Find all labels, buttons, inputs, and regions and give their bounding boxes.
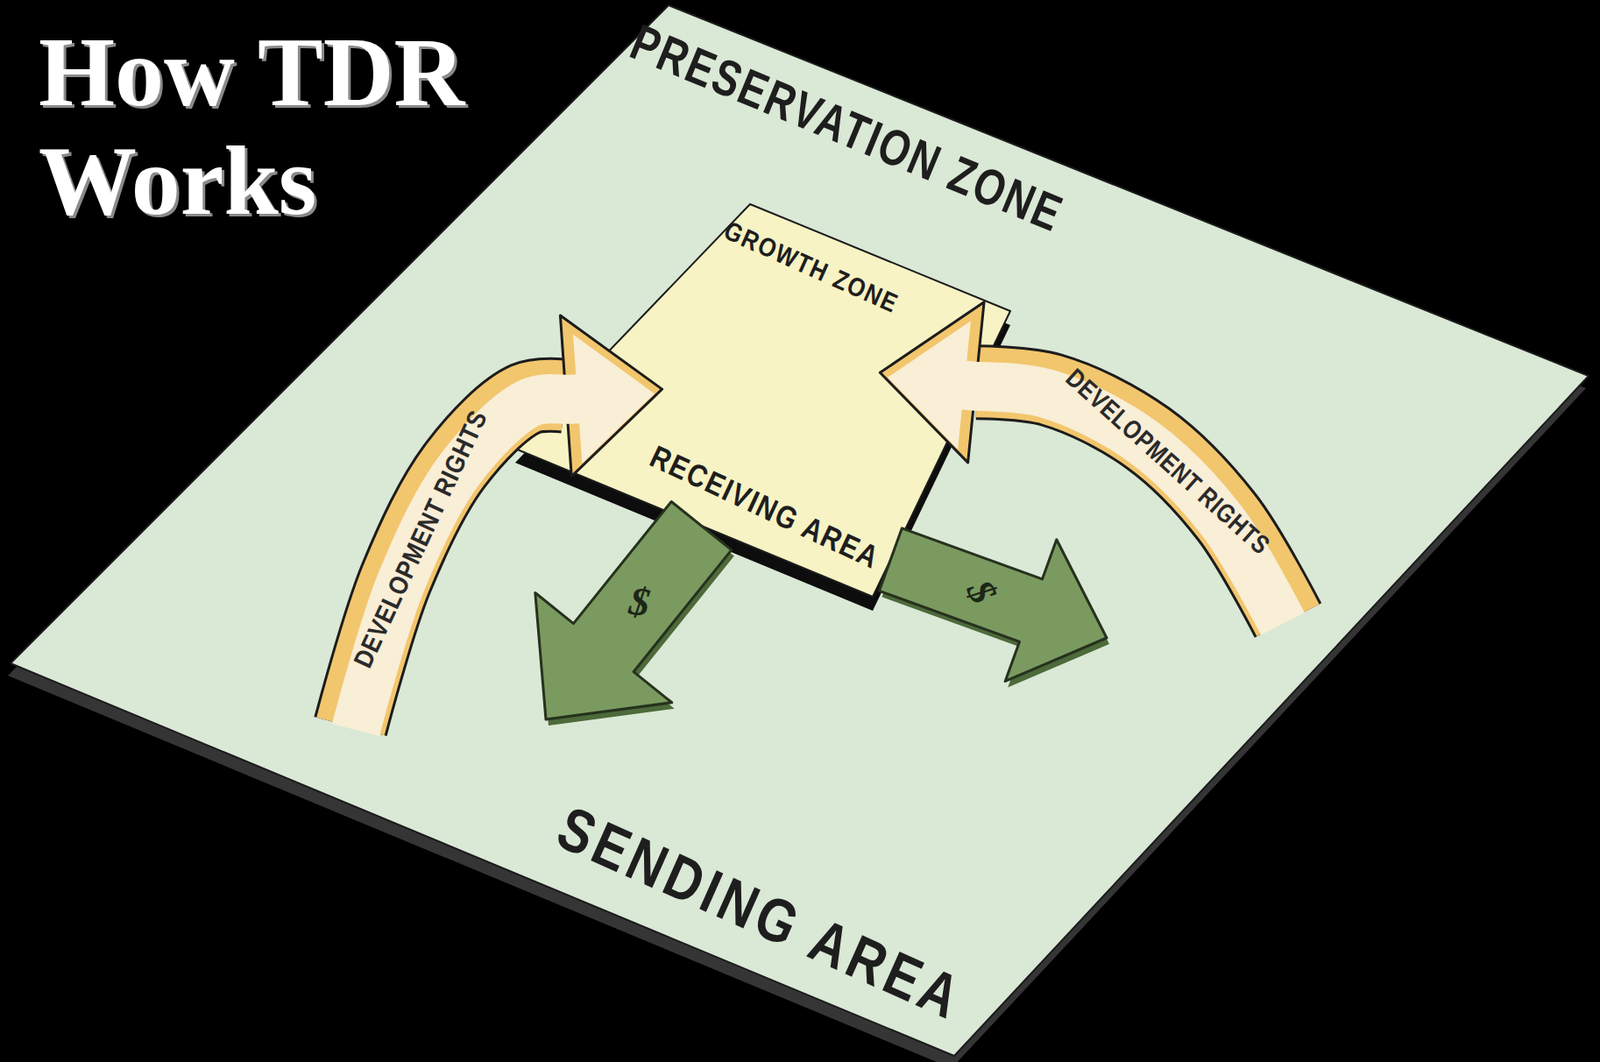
arrow-depth xyxy=(881,534,1110,688)
ribbon-face xyxy=(355,398,584,730)
ribbon-face xyxy=(958,384,1283,624)
arrow-depth xyxy=(538,507,735,726)
dollar-sign: $ xyxy=(959,574,1003,610)
node-shape xyxy=(515,204,1011,597)
arrow-head xyxy=(879,302,985,463)
arrow-head-face xyxy=(887,320,971,449)
payment-arrow xyxy=(535,501,735,726)
edge-label: DEVELOPMENT RIGHTS xyxy=(348,405,491,672)
node-outline xyxy=(515,204,1011,597)
dollar-sign: $ xyxy=(627,580,653,624)
node-shape xyxy=(10,5,1589,1056)
edge-label: DEVELOPMENT RIGHTS xyxy=(1061,364,1275,560)
arrow-head xyxy=(559,315,662,477)
arrow-body xyxy=(535,501,732,720)
ribbon-outline xyxy=(976,382,1289,621)
payment-arrow xyxy=(878,528,1110,688)
ribbon-side xyxy=(976,382,1289,621)
ribbon-outline xyxy=(350,395,567,727)
ribbon-side xyxy=(350,395,567,727)
arrow-body xyxy=(878,528,1107,682)
development-rights-arrow xyxy=(879,302,1289,624)
diagram-title: How TDR Works xyxy=(38,17,565,235)
development-rights-arrow xyxy=(350,315,663,730)
arrow-head-face xyxy=(573,334,655,464)
receiving-area-box: GROWTH ZONERECEIVING AREA xyxy=(515,204,1011,597)
